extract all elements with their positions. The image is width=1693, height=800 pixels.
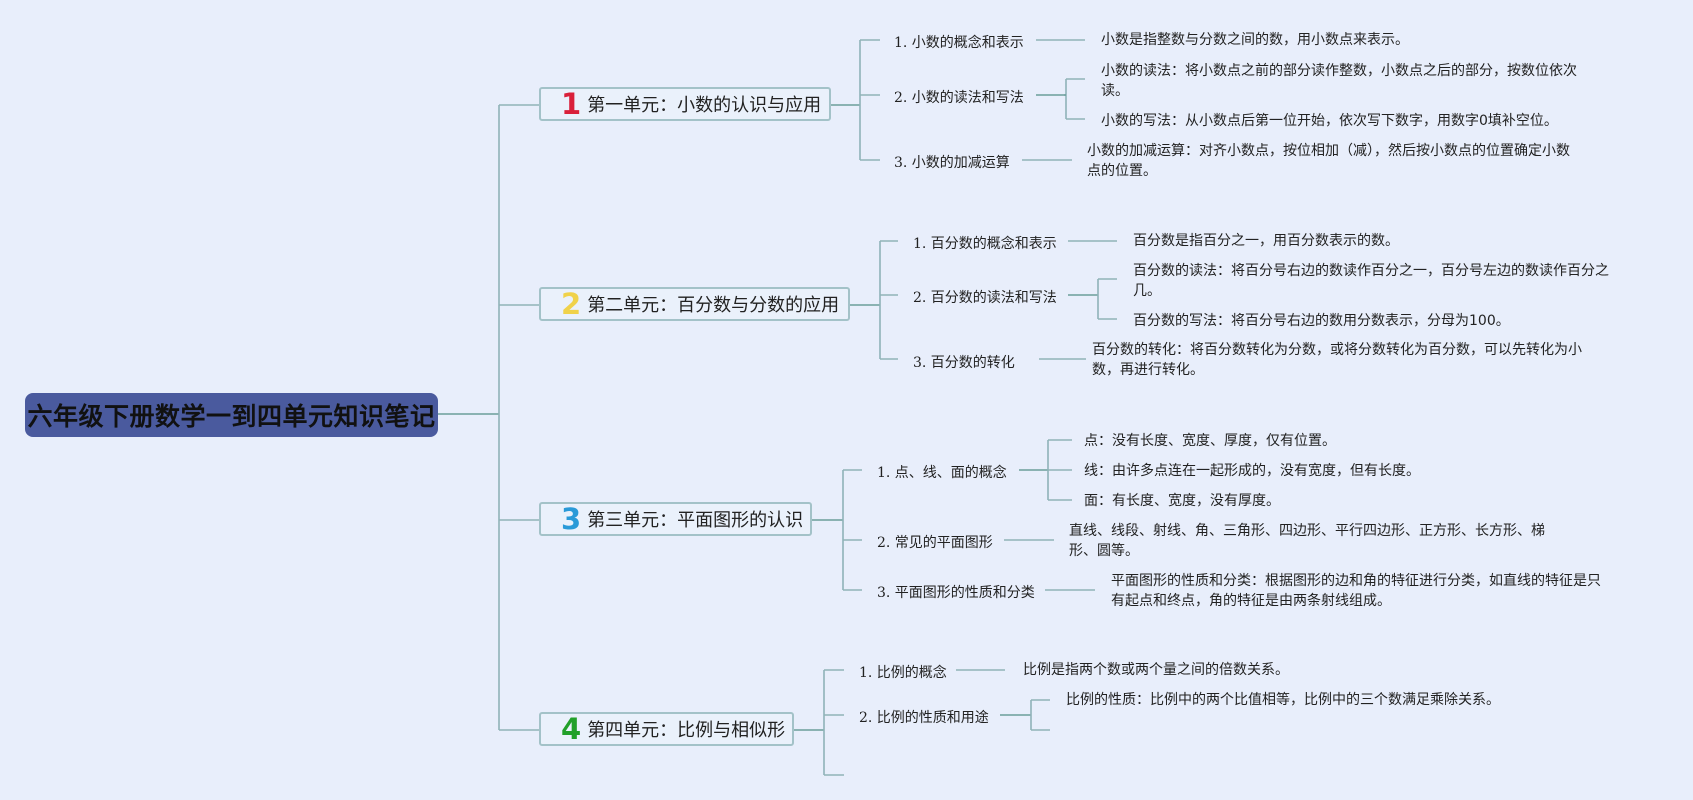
topic-node[interactable]: 3. 小数的加减运算 [894, 155, 1010, 171]
note-node[interactable]: 百分数的转化：将百分数转化为分数，或将分数转化为百分数，可以先转化为小数，再进行… [1092, 342, 1582, 378]
note-node[interactable]: 比例是指两个数或两个量之间的倍数关系。 [1023, 662, 1289, 678]
unit-title: 第三单元：平面图形的认识 [587, 510, 804, 531]
note-node[interactable]: 小数是指整数与分数之间的数，用小数点来表示。 [1101, 32, 1409, 48]
note-node[interactable]: 小数的加减运算：对齐小数点，按位相加（减），然后按小数点的位置确定小数点的位置。 [1087, 143, 1570, 179]
topic-node[interactable]: 3. 平面图形的性质和分类 [877, 585, 1035, 601]
unit-number-4: 4 [561, 712, 582, 746]
topic-node[interactable]: 1. 点、线、面的概念 [877, 465, 1007, 481]
root-node[interactable]: 六年级下册数学一到四单元知识笔记 [25, 393, 438, 437]
topic-node[interactable]: 2. 百分数的读法和写法 [913, 290, 1057, 306]
topic-node[interactable]: 1. 百分数的概念和表示 [913, 236, 1057, 252]
unit-node-4[interactable]: 4 第四单元：比例与相似形 [539, 712, 794, 746]
unit-node-3[interactable]: 3 第三单元：平面图形的认识 [539, 502, 812, 536]
note-node[interactable]: 比例的性质：比例中的两个比值相等，比例中的三个数满足乘除关系。 [1066, 692, 1500, 708]
note-node[interactable]: 平面图形的性质和分类：根据图形的边和角的特征进行分类，如直线的特征是只有起点和终… [1111, 573, 1601, 609]
topic-node[interactable]: 2. 比例的性质和用途 [859, 710, 989, 726]
unit-title: 第二单元：百分数与分数的应用 [587, 295, 840, 316]
topic-node[interactable]: 1. 小数的概念和表示 [894, 35, 1024, 51]
unit-title: 第一单元：小数的认识与应用 [587, 95, 822, 116]
unit-node-2[interactable]: 2 第二单元：百分数与分数的应用 [539, 287, 850, 321]
unit-number-2: 2 [561, 287, 582, 321]
unit-number-1: 1 [561, 87, 582, 121]
topic-node[interactable]: 2. 小数的读法和写法 [894, 90, 1024, 106]
topic-node[interactable]: 3. 百分数的转化 [913, 355, 1015, 371]
note-node[interactable]: 小数的读法：将小数点之前的部分读作整数，小数点之后的部分，按数位依次读。 [1101, 63, 1577, 99]
topic-node[interactable]: 2. 常见的平面图形 [877, 535, 993, 551]
unit-title: 第四单元：比例与相似形 [587, 720, 786, 741]
note-node[interactable]: 百分数是指百分之一，用百分数表示的数。 [1133, 233, 1399, 249]
note-node[interactable]: 线：由许多点连在一起形成的，没有宽度，但有长度。 [1084, 463, 1420, 479]
root-title: 六年级下册数学一到四单元知识笔记 [27, 402, 436, 431]
note-node[interactable]: 点：没有长度、宽度、厚度，仅有位置。 [1084, 433, 1336, 449]
note-node[interactable]: 直线、线段、射线、角、三角形、四边形、平行四边形、正方形、长方形、梯形、圆等。 [1069, 523, 1545, 559]
unit-node-1[interactable]: 1 第一单元：小数的认识与应用 [539, 87, 831, 121]
note-node[interactable]: 小数的写法：从小数点后第一位开始，依次写下数字，用数字0填补空位。 [1101, 113, 1558, 129]
note-node[interactable]: 面：有长度、宽度，没有厚度。 [1084, 493, 1280, 509]
topic-node[interactable]: 1. 比例的概念 [859, 665, 947, 681]
unit-number-3: 3 [561, 502, 582, 536]
note-node[interactable]: 百分数的读法：将百分号右边的数读作百分之一，百分号左边的数读作百分之几。 [1133, 263, 1609, 299]
note-node[interactable]: 百分数的写法：将百分号右边的数用分数表示，分母为100。 [1133, 313, 1510, 329]
